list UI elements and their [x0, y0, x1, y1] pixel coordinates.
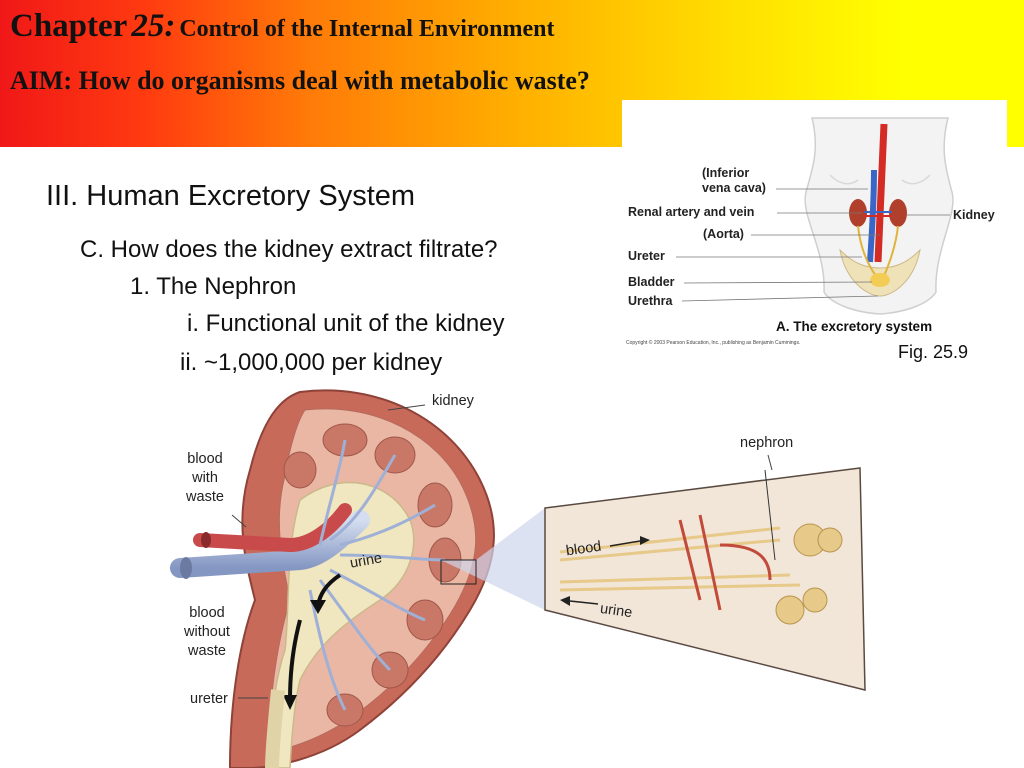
- kidney-label: kidney: [432, 393, 474, 409]
- renal-artery: [193, 503, 352, 553]
- section-heading: III. Human Excretory System: [46, 180, 416, 212]
- blood-without-waste-label: blood without waste: [184, 605, 230, 659]
- label-inferior-vena-cava-line1: (Inferior: [702, 166, 750, 180]
- label-aorta: (Aorta): [703, 227, 744, 241]
- chapter-title: Chapter 25: Control of the Internal Envi…: [10, 8, 554, 45]
- figure-number: Fig. 25.9: [898, 342, 969, 362]
- label-urethra: Urethra: [628, 294, 673, 308]
- label-bladder: Bladder: [628, 275, 675, 289]
- renal-vein: [170, 510, 370, 578]
- ureter-tube: [265, 689, 285, 768]
- figure-caption: A. The excretory system: [776, 319, 933, 334]
- label-kidney: Kidney: [953, 208, 995, 222]
- outline-item: 1. The Nephron: [130, 273, 297, 300]
- renal-vein-opening: [180, 557, 192, 579]
- chapter-number: 25:: [131, 8, 176, 44]
- vena-cava-vessel: [867, 169, 877, 263]
- urine-out-arrow: [569, 600, 599, 605]
- nephron-tubules: [559, 469, 801, 611]
- chapter-word: Chapter: [10, 8, 128, 44]
- nephron-label: nephron: [740, 435, 794, 451]
- aim-line: AIM: How do organisms deal with metaboli…: [10, 66, 590, 95]
- renal-artery-opening: [201, 532, 211, 548]
- chapter-subtitle: Control of the Internal Environment: [179, 16, 555, 42]
- sub-question: C. How does the kidney extract filtrate?: [80, 236, 498, 263]
- blood-arrow: [609, 540, 641, 547]
- ureter-label: ureter: [190, 691, 228, 707]
- zoom-box: [440, 559, 477, 585]
- glomeruli: [775, 523, 843, 625]
- label-renal-artery-vein: Renal artery and vein: [628, 205, 755, 219]
- outline-point-1: i. Functional unit of the kidney: [187, 310, 505, 337]
- vein-branches: [308, 439, 446, 711]
- urine-arrow-2: [288, 619, 302, 701]
- aorta-vessel: [874, 123, 888, 263]
- outline-point-2: ii. ~1,000,000 per kidney: [180, 349, 443, 376]
- zoom-cone: [441, 508, 545, 610]
- copyright-notice: Copyright © 2003 Pearson Education, Inc.…: [626, 340, 801, 346]
- label-inferior-vena-cava-line2: vena cava): [702, 181, 766, 195]
- blood-with-waste-label: blood with waste: [186, 451, 224, 505]
- label-inferior-vena-cava: (Inferior vena cava): [702, 166, 766, 196]
- bladder-shape: [870, 273, 890, 287]
- right-kidney-shape: [889, 199, 907, 227]
- label-ureter: Ureter: [628, 249, 665, 263]
